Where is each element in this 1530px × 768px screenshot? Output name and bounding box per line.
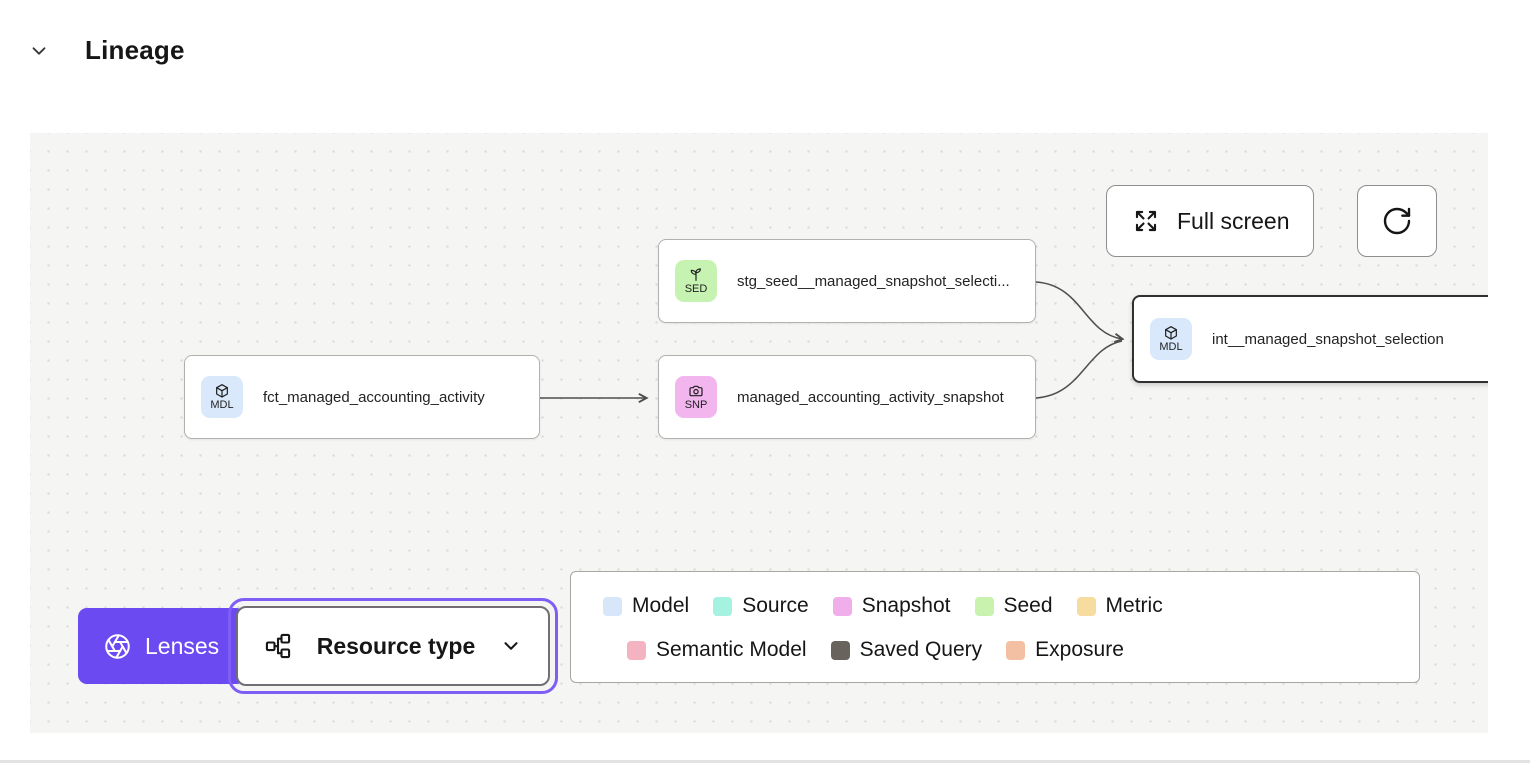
legend-label: Exposure [1035,638,1124,661]
semantic-model-swatch [627,640,646,660]
lenses-button[interactable]: Lenses [78,608,246,684]
saved-query-swatch [830,640,850,660]
legend-item-exposure: Exposure [1006,638,1124,662]
resource-type-label: Resource type [316,632,476,659]
cube-icon [1163,325,1179,341]
legend-label: Semantic Model [656,638,807,661]
node-int-managed-snapshot-selection[interactable]: MDL int__managed_snapshot_selection [1132,295,1488,383]
exposure-swatch [1006,640,1026,660]
page-title: Lineage [85,35,185,65]
node-label: fct_managed_accounting_activity [263,388,485,406]
badge-label: SNP [684,399,708,411]
badge-label: MDL [210,399,234,411]
refresh-icon [1381,205,1413,237]
source-swatch [713,596,733,616]
badge-label: MDL [1159,341,1183,353]
refresh-button[interactable] [1357,185,1437,257]
legend-item-metric: Metric [1076,594,1163,618]
legend-item-seed: Seed [974,594,1053,618]
model-badge: MDL [1150,318,1192,360]
cube-icon [214,383,230,399]
legend-item-semantic-model: Semantic Model [627,638,807,662]
lineage-canvas[interactable]: Full screen SED stg_seed__managed_snapsh… [30,133,1488,733]
snapshot-swatch [832,596,852,616]
node-fct-managed-accounting-activity[interactable]: MDL fct_managed_accounting_activity [184,355,540,439]
badge-label: SED [684,283,708,295]
camera-icon [688,383,704,399]
legend-label: Saved Query [859,638,983,661]
legend-item-model: Model [603,594,689,618]
full-screen-label: Full screen [1177,207,1290,234]
node-stg-seed-managed-snapshot-selection[interactable]: SED stg_seed__managed_snapshot_selecti..… [658,239,1036,323]
expand-arrows-icon [1131,206,1161,236]
full-screen-button[interactable]: Full screen [1106,185,1315,257]
lenses-label: Lenses [145,632,220,659]
model-badge: MDL [201,376,243,418]
legend-label: Seed [1003,594,1053,617]
lineage-panel-header: Lineage [0,0,1530,100]
legend-label: Source [742,594,809,617]
legend-row-1: Model Source Snapshot Seed Metric [603,584,1419,628]
legend-item-snapshot: Snapshot [832,594,951,618]
seed-swatch [974,596,994,616]
legend-item-saved-query: Saved Query [830,638,983,662]
resource-type-legend: Model Source Snapshot Seed Metric S [570,571,1420,683]
snapshot-badge: SNP [675,376,717,418]
seed-badge: SED [675,260,717,302]
resource-type-dropdown[interactable]: Resource type [236,606,550,686]
model-swatch [603,596,622,616]
seedling-icon [688,267,704,283]
legend-label: Metric [1105,594,1163,617]
metric-swatch [1076,596,1096,616]
node-managed-accounting-activity-snapshot[interactable]: SNP managed_accounting_activity_snapshot [658,355,1036,439]
aperture-icon [104,633,131,660]
panel-bottom-divider [0,760,1530,763]
legend-label: Model [632,594,690,617]
legend-item-source: Source [713,594,809,618]
legend-row-2: Semantic Model Saved Query Exposure [603,628,1419,672]
node-label: managed_accounting_activity_snapshot [737,388,1004,406]
chevron-down-icon [500,635,522,657]
node-label: int__managed_snapshot_selection [1212,330,1444,348]
node-label: stg_seed__managed_snapshot_selecti... [737,272,1010,290]
resource-type-focus-ring: Resource type [228,598,558,694]
legend-label: Snapshot [861,594,951,617]
chevron-down-icon[interactable] [28,40,50,62]
hierarchy-icon [264,632,292,660]
